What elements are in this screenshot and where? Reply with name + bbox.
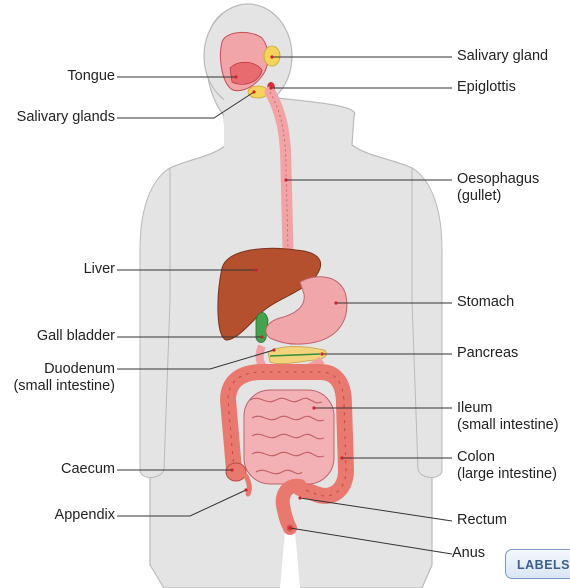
label-rectum: Rectum xyxy=(457,512,507,529)
label-duodenum: Duodenum (small intestine) xyxy=(13,361,115,395)
label-anus: Anus xyxy=(452,545,485,562)
label-oesophagus-sub: (gullet) xyxy=(457,188,539,205)
label-ileum-main: Ileum xyxy=(457,400,559,417)
label-pancreas: Pancreas xyxy=(457,345,518,362)
label-salivary-gland: Salivary gland xyxy=(457,48,548,65)
label-gall-bladder: Gall bladder xyxy=(37,328,115,345)
label-epiglottis: Epiglottis xyxy=(457,79,516,96)
label-tongue: Tongue xyxy=(67,68,115,85)
label-oesophagus: Oesophagus (gullet) xyxy=(457,171,539,205)
label-liver: Liver xyxy=(84,261,115,278)
label-ileum: Ileum (small intestine) xyxy=(457,400,559,434)
left-arm xyxy=(140,168,170,478)
label-colon: Colon (large intestine) xyxy=(457,449,557,483)
label-oesophagus-main: Oesophagus xyxy=(457,171,539,188)
label-salivary-glands: Salivary glands xyxy=(17,109,115,126)
small-intestine-coils xyxy=(244,390,334,484)
neck xyxy=(224,96,274,152)
label-ileum-sub: (small intestine) xyxy=(457,417,559,434)
label-duodenum-sub: (small intestine) xyxy=(13,378,115,395)
label-colon-main: Colon xyxy=(457,449,557,466)
label-caecum: Caecum xyxy=(61,461,115,478)
label-duodenum-main: Duodenum xyxy=(13,361,115,378)
caecum-shape xyxy=(226,463,246,481)
right-arm xyxy=(412,168,442,478)
label-stomach: Stomach xyxy=(457,294,514,311)
label-colon-sub: (large intestine) xyxy=(457,466,557,483)
body-silhouette xyxy=(150,6,432,588)
labels-toggle-button[interactable]: LABELS xyxy=(505,549,570,579)
label-appendix: Appendix xyxy=(55,507,115,524)
